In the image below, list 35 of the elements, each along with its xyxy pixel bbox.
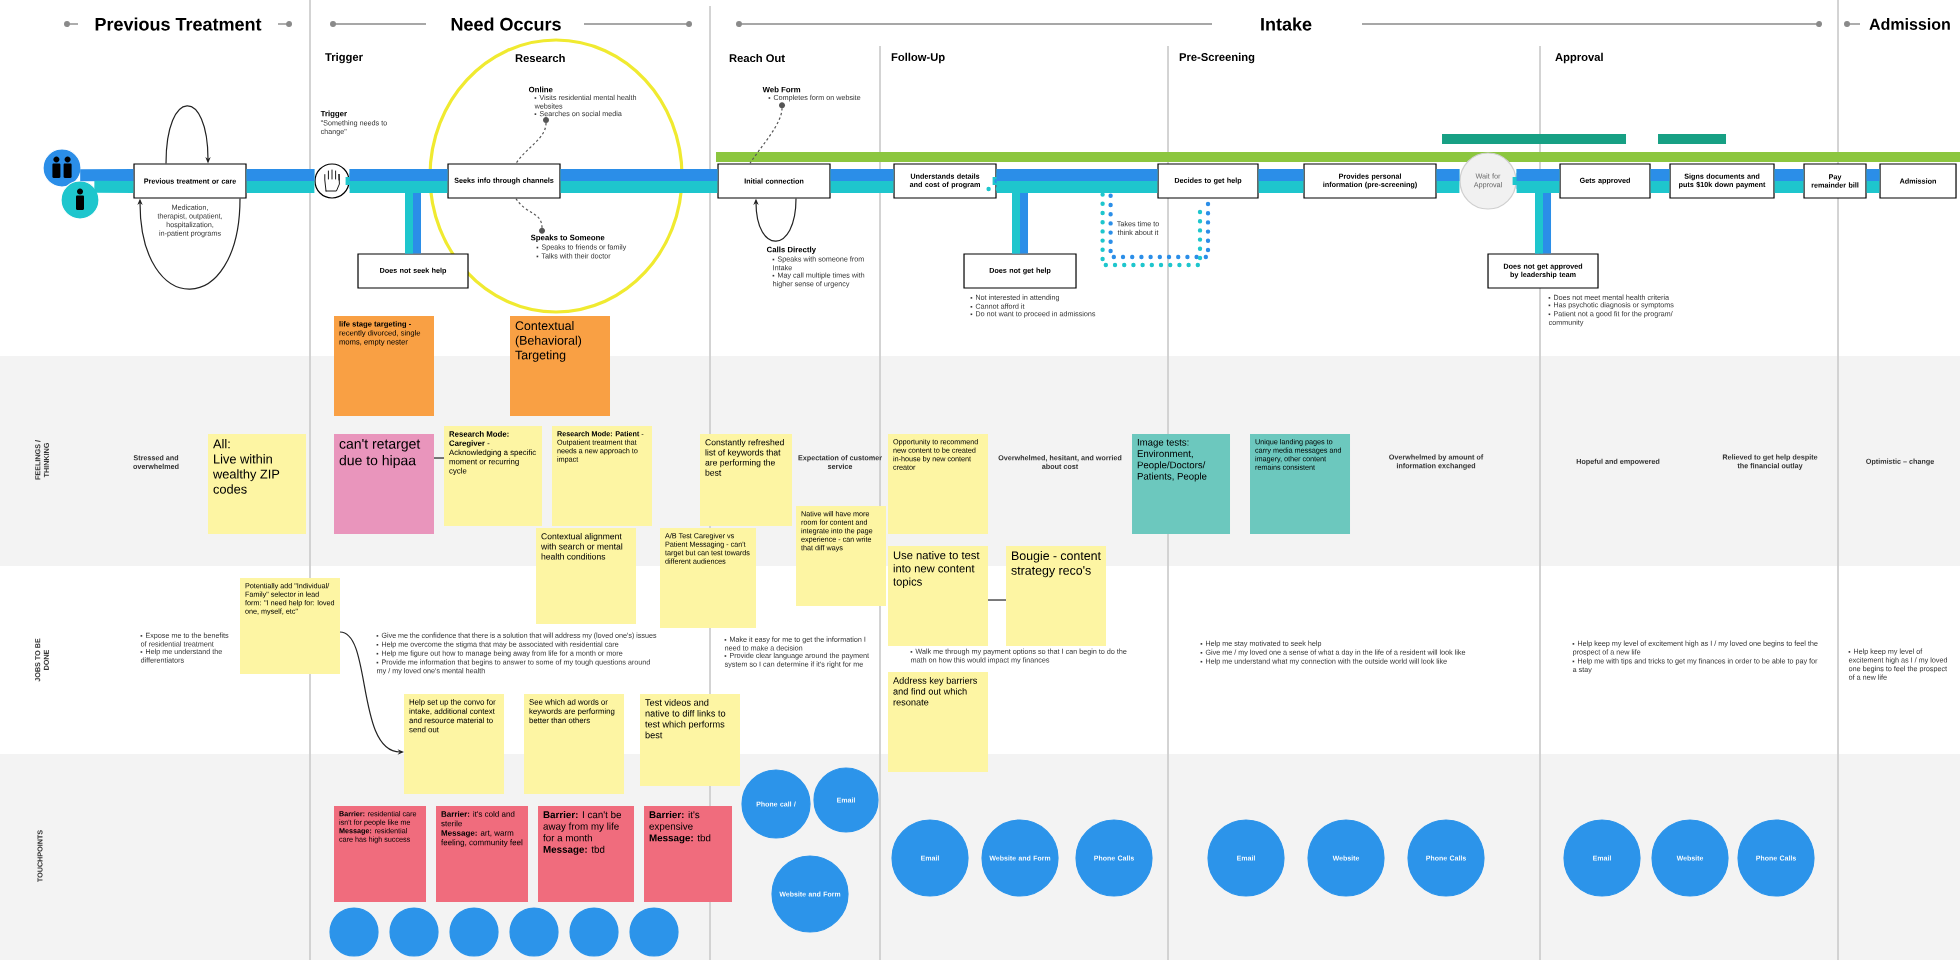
channel-circle <box>389 907 439 957</box>
leader-line <box>515 198 543 229</box>
journey-line <box>349 169 448 193</box>
journey-line <box>1516 169 1560 193</box>
loop-arrow <box>753 198 797 242</box>
phase-heading: Previous Treatment <box>95 17 262 31</box>
channel-circle <box>509 907 559 957</box>
channel-circle <box>569 907 619 957</box>
loop-arrow <box>165 105 211 164</box>
dotted-loop <box>986 178 1211 268</box>
branch-line <box>345 173 421 254</box>
phase-heading: Intake <box>1261 17 1312 31</box>
branch-line <box>992 173 1028 254</box>
connector-line <box>987 599 1007 601</box>
journey-line <box>246 169 315 193</box>
connector-line <box>433 457 445 459</box>
journey-line <box>1774 169 1804 193</box>
journey-line <box>830 169 894 193</box>
branch-line <box>1512 173 1551 254</box>
journey-line <box>996 169 1158 193</box>
phase-heading: Need Occurs <box>451 17 561 31</box>
channel-circle <box>629 907 679 957</box>
journey-line <box>560 169 718 193</box>
journey-line <box>1436 169 1460 193</box>
journey-line <box>80 169 134 182</box>
channel-circle <box>329 907 379 957</box>
phase-heading: Admission <box>1869 18 1950 30</box>
journey-line <box>1258 169 1304 193</box>
leader-line <box>515 122 547 164</box>
channel-circle <box>449 907 499 957</box>
journey-line <box>1866 169 1880 193</box>
journey-line <box>1650 169 1670 193</box>
loop-arrow <box>137 198 241 290</box>
leader-line <box>749 107 783 164</box>
journey-line <box>94 180 134 193</box>
